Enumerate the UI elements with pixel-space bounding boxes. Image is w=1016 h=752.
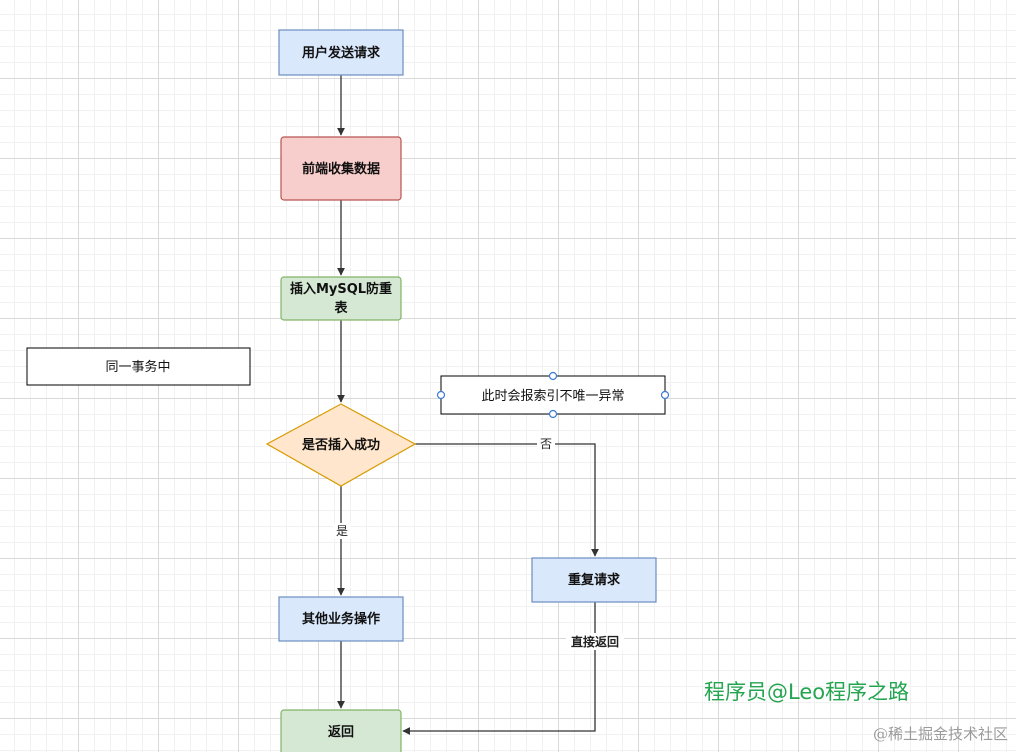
node-return-label: 返回 bbox=[328, 725, 354, 740]
node-frontend-collect-label: 前端收集数据 bbox=[302, 161, 380, 177]
edge-label-yes-text: 是 bbox=[336, 524, 348, 538]
node-user-request-label: 用户发送请求 bbox=[301, 45, 381, 61]
node-other-business-label: 其他业务操作 bbox=[302, 611, 380, 627]
edge-label-direct-return-text: 直接返回 bbox=[571, 634, 619, 649]
node-frontend-collect[interactable]: 前端收集数据 bbox=[280, 136, 402, 201]
node-same-transaction[interactable]: 同一事务中 bbox=[26, 347, 251, 386]
node-same-transaction-label: 同一事务中 bbox=[105, 359, 170, 375]
edge-label-no-text: 否 bbox=[540, 437, 552, 451]
node-return[interactable]: 返回 bbox=[280, 709, 402, 752]
resize-handle-left[interactable] bbox=[436, 390, 446, 400]
site-watermark: @稀土掘金技术社区 bbox=[872, 725, 1008, 743]
node-insert-table[interactable]: 插入MySQL防重 表 bbox=[280, 276, 402, 321]
node-insert-success-decision[interactable]: 是否插入成功 bbox=[265, 403, 417, 487]
resize-handle-bottom[interactable] bbox=[548, 409, 558, 419]
edge-repeat-to-return[interactable] bbox=[402, 602, 596, 735]
node-unique-index-note[interactable]: 此时会报索引不唯一异常 bbox=[436, 371, 670, 419]
resize-handle-top[interactable] bbox=[548, 371, 558, 381]
node-repeat-request-label: 重复请求 bbox=[568, 572, 621, 588]
edge-decision-no-to-repeat[interactable] bbox=[415, 443, 599, 557]
resize-handle-right[interactable] bbox=[660, 390, 670, 400]
node-other-business[interactable]: 其他业务操作 bbox=[278, 596, 404, 642]
edge-label-direct-return: 直接返回 bbox=[566, 633, 624, 650]
node-insert-table-label-line2: 表 bbox=[333, 300, 348, 316]
node-repeat-request[interactable]: 重复请求 bbox=[531, 557, 657, 603]
node-insert-table-label-line1: 插入MySQL防重 bbox=[290, 281, 392, 297]
edge-label-yes: 是 bbox=[333, 523, 351, 539]
edge-label-no: 否 bbox=[537, 436, 555, 452]
node-user-request[interactable]: 用户发送请求 bbox=[278, 29, 404, 76]
node-insert-success-decision-label: 是否插入成功 bbox=[301, 437, 380, 453]
author-watermark: 程序员@Leo程序之路 bbox=[704, 680, 910, 704]
node-unique-index-note-label: 此时会报索引不唯一异常 bbox=[481, 389, 624, 404]
